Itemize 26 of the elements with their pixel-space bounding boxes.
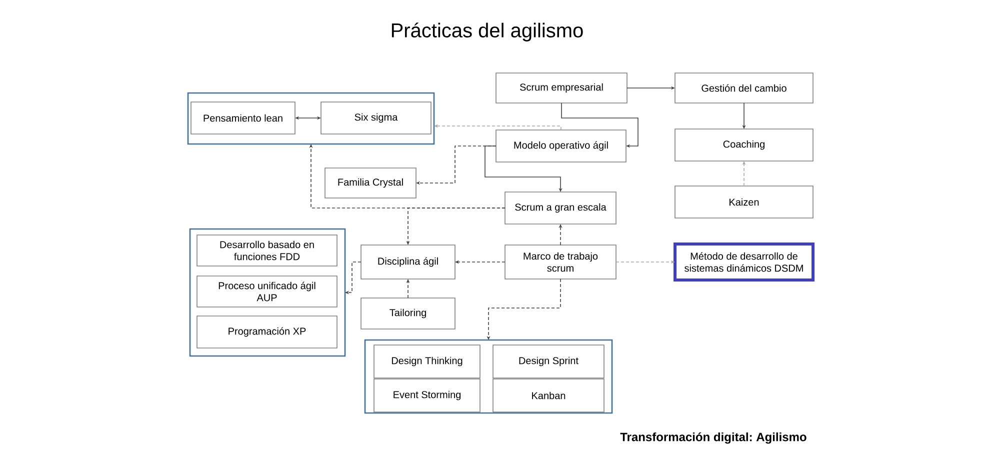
- process-box: Kanban: [492, 378, 604, 412]
- process-box: Kaizen: [674, 186, 814, 218]
- process-box: Gestión del cambio: [674, 72, 814, 104]
- process-box: Design Sprint: [492, 344, 604, 378]
- title: Prácticas del agilismo: [392, 22, 583, 42]
- process-box: Design Thinking: [374, 344, 480, 378]
- process-box: Desarrollo basado en funciones FDD: [196, 234, 338, 266]
- process-box: Familia Crystal: [324, 168, 416, 198]
- group-frame: [364, 339, 613, 414]
- process-box: Disciplina ágil: [360, 244, 456, 280]
- caption: Transformación digital: Agilismo: [620, 432, 806, 444]
- process-box: Modelo operativo ágil: [496, 130, 626, 162]
- process-box: Método de desarrollo de sistemas dinámicos DSDM: [674, 242, 814, 282]
- arrow: [561, 102, 638, 148]
- process-box: Programación XP: [196, 316, 338, 348]
- process-box: Six sigma: [320, 102, 432, 134]
- process-box: Event Storming: [374, 378, 480, 412]
- process-box: Scrum empresarial: [496, 72, 628, 104]
- process-box: Coaching: [674, 128, 814, 162]
- group-frame: [189, 228, 346, 357]
- process-box: Marco de trabajo scrum: [504, 244, 616, 280]
- group-frame: [187, 92, 435, 145]
- process-box: Scrum a gran escala: [504, 192, 616, 224]
- process-box: Pensamiento lean: [190, 102, 296, 134]
- process-box: Tailoring: [360, 298, 456, 330]
- process-box: Proceso unificado ágil AUP: [196, 276, 338, 308]
